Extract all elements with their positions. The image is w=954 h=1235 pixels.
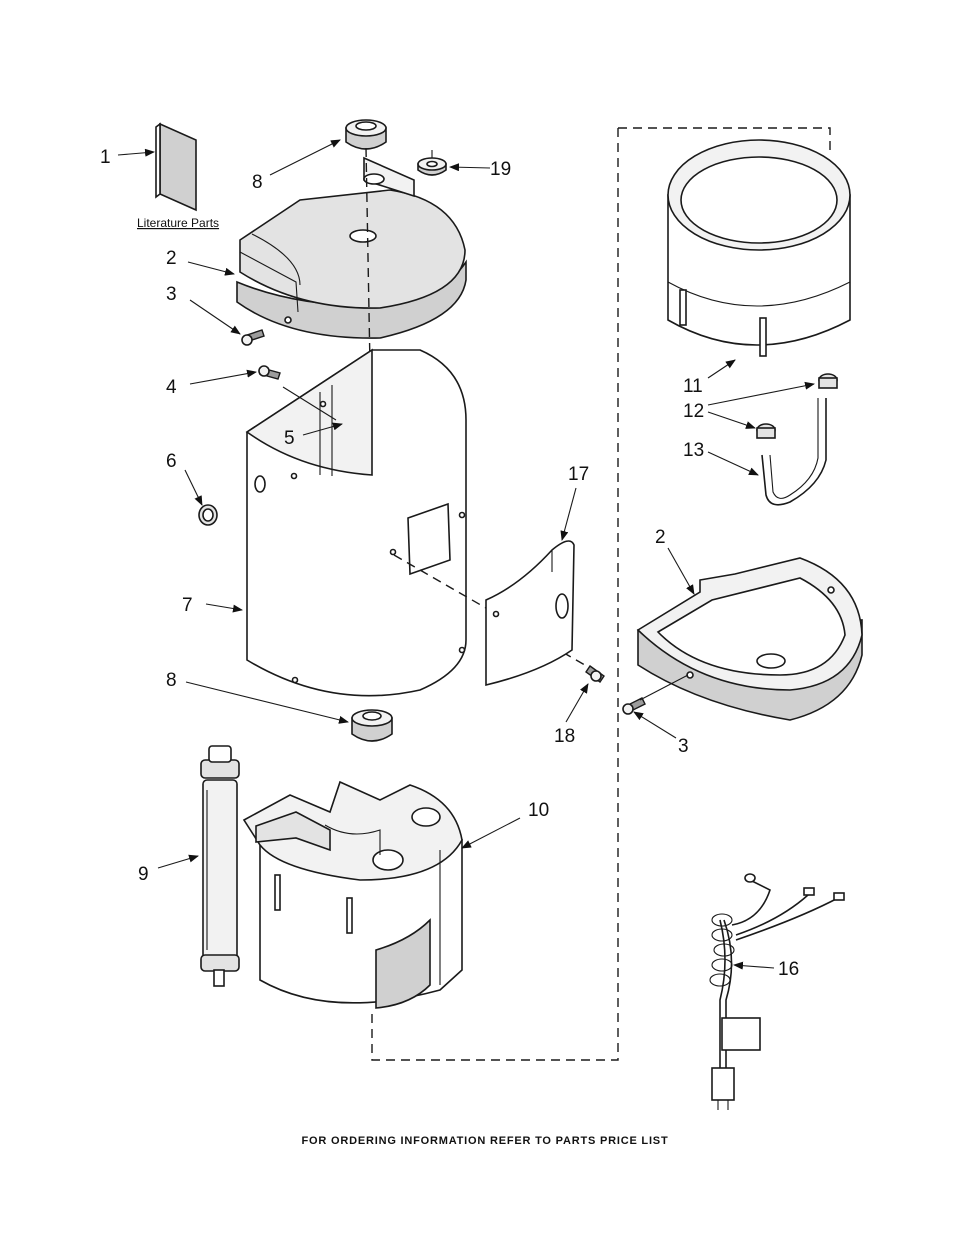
callout-8-top: 8 <box>252 172 263 193</box>
callout-1: 1 <box>100 147 111 168</box>
callout-8-bottom: 8 <box>166 670 177 691</box>
callout-18: 18 <box>554 726 575 747</box>
footer-note: FOR ORDERING INFORMATION REFER TO PARTS … <box>302 1135 669 1147</box>
literature-label: Literature Parts <box>137 216 219 230</box>
callout-13: 13 <box>683 440 704 461</box>
callout-12: 12 <box>683 401 704 422</box>
plug-6 <box>198 504 218 526</box>
callout-9: 9 <box>138 864 149 885</box>
callout-11: 11 <box>683 376 703 397</box>
knob-cap-bottom <box>351 709 393 742</box>
callout-3-left: 3 <box>166 284 177 305</box>
reservoir-11 <box>667 139 851 357</box>
callout-4: 4 <box>166 377 177 398</box>
callout-17: 17 <box>568 464 589 485</box>
filter-cartridge <box>200 745 240 987</box>
screw-4 <box>258 365 281 380</box>
screw-18 <box>585 665 605 683</box>
callout-7: 7 <box>182 595 193 616</box>
power-cord <box>709 873 845 1110</box>
callout-16: 16 <box>778 959 799 980</box>
tube-13 <box>761 398 827 506</box>
knob-cap-top <box>345 119 387 150</box>
cap-12 <box>756 373 838 439</box>
callout-10: 10 <box>528 800 549 821</box>
callout-2-top: 2 <box>166 248 177 269</box>
callout-19: 19 <box>490 159 511 180</box>
literature-booklet <box>155 122 197 212</box>
main-housing <box>245 348 467 697</box>
base-unit <box>242 780 463 1009</box>
callout-3-right: 3 <box>678 736 689 757</box>
side-shield <box>485 540 575 687</box>
washer <box>417 150 447 176</box>
screw-right <box>622 697 646 715</box>
callout-2-tray: 2 <box>655 527 666 548</box>
callout-5: 5 <box>284 428 295 449</box>
assembly-boundary-dashed <box>371 127 831 1061</box>
callout-6: 6 <box>166 451 177 472</box>
top-lid <box>236 156 467 339</box>
drip-tray <box>636 557 863 721</box>
screw-left <box>241 329 265 346</box>
leader-lines <box>117 139 815 970</box>
